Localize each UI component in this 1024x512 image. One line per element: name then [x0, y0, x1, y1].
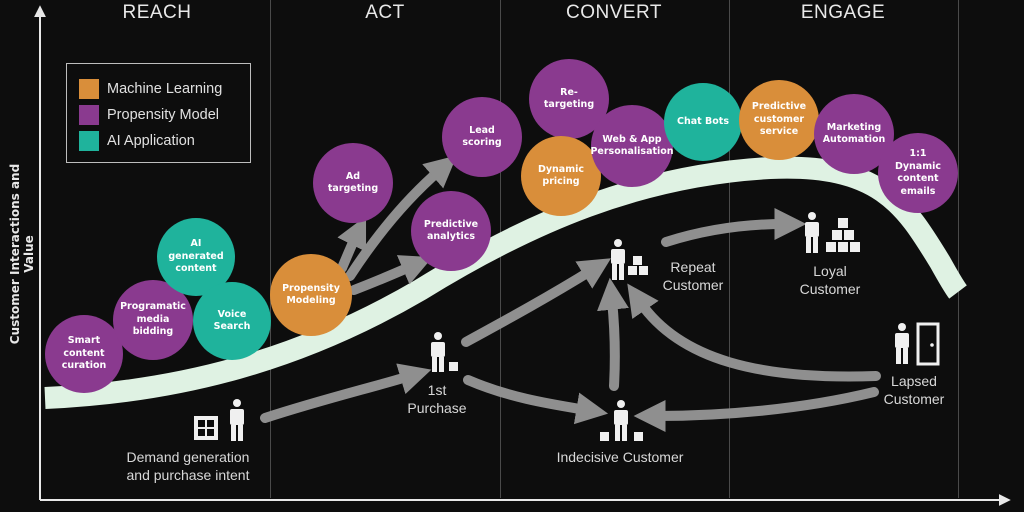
phase-divider — [270, 0, 271, 498]
person-between-boxes-icon — [600, 400, 643, 441]
legend-label: Machine Learning — [107, 81, 223, 97]
bubble-predictive-customer-service: Predictive customer service — [739, 80, 819, 160]
stage-label-lapsed: Lapsed Customer — [883, 373, 945, 407]
arrow-purchase-to-repeat — [461, 258, 612, 347]
y-axis-label: Customer Interactions and Value — [8, 163, 36, 345]
person-with-boxes-icon — [611, 239, 648, 280]
legend-item-machine-learning: Machine Learning — [79, 79, 222, 99]
bubble-ad-targeting: Ad targeting — [313, 143, 393, 223]
phase-divider — [958, 0, 959, 498]
bubble-dynamic-content-emails: 1:1 Dynamic content emails — [878, 133, 958, 213]
stage-label-repeat: Repeat Customer — [662, 259, 724, 293]
shop-window-icon — [194, 416, 218, 440]
legend-swatch — [79, 131, 99, 151]
arrow-propensity-to-predictive — [349, 255, 433, 295]
value-curve — [44, 156, 967, 409]
stage-label-first-purchase: 1st Purchase — [407, 382, 467, 416]
phase-act: ACT — [365, 2, 405, 23]
person-with-door-icon — [895, 322, 940, 366]
arrow-propensity-to-lead — [345, 155, 457, 281]
arrow-lapsed-to-repeat — [627, 283, 881, 382]
person-with-box-icon — [431, 332, 458, 372]
arrow-demand-to-purchase — [260, 363, 432, 423]
arrow-propensity-to-ad — [337, 215, 367, 273]
legend-swatch — [79, 105, 99, 125]
bubble-predictive-analytics: Predictive analytics — [411, 191, 491, 271]
legend-label: Propensity Model — [107, 107, 220, 123]
stage-label-loyal: Loyal Customer — [799, 263, 861, 297]
legend-item-ai-application: AI Application — [79, 131, 195, 151]
bubble-lead-scoring: Lead scoring — [442, 97, 522, 177]
legend-label: AI Application — [107, 133, 195, 149]
stage-label-indecisive: Indecisive Customer — [556, 449, 684, 465]
bubble-chat-bots: Chat Bots — [664, 83, 742, 161]
bubble-dynamic-pricing: Dynamic pricing — [521, 136, 601, 216]
legend: Machine Learning Propensity Model AI App… — [66, 63, 251, 163]
bubble-web-app-personalisation: Web & App Personalisation — [590, 105, 674, 187]
bubble-propensity-modeling: Propensity Modeling — [270, 254, 352, 336]
arrow-repeat-to-loyal — [661, 208, 807, 247]
phase-engage: ENGAGE — [800, 2, 886, 23]
bubble-programatic-media-bidding: Programatic media bidding — [113, 280, 193, 360]
arrow-lapsed-to-indecisive — [633, 387, 879, 432]
bubble-smart-content-curation: Smart content curation — [45, 315, 123, 393]
stage-label-demand: Demand generation and purchase intent — [126, 449, 250, 483]
phase-divider — [729, 0, 730, 498]
arrow-purchase-to-indecisive — [463, 375, 609, 425]
person-with-box-pyramid-icon — [805, 212, 860, 253]
person-icon — [230, 399, 244, 441]
bubble-voice-search: Voice Search — [193, 282, 271, 360]
phase-convert: CONVERT — [565, 2, 663, 23]
arrow-indecisive-to-repeat — [597, 277, 629, 391]
legend-swatch — [79, 79, 99, 99]
phase-reach: REACH — [122, 2, 192, 23]
legend-item-propensity-model: Propensity Model — [79, 105, 219, 125]
